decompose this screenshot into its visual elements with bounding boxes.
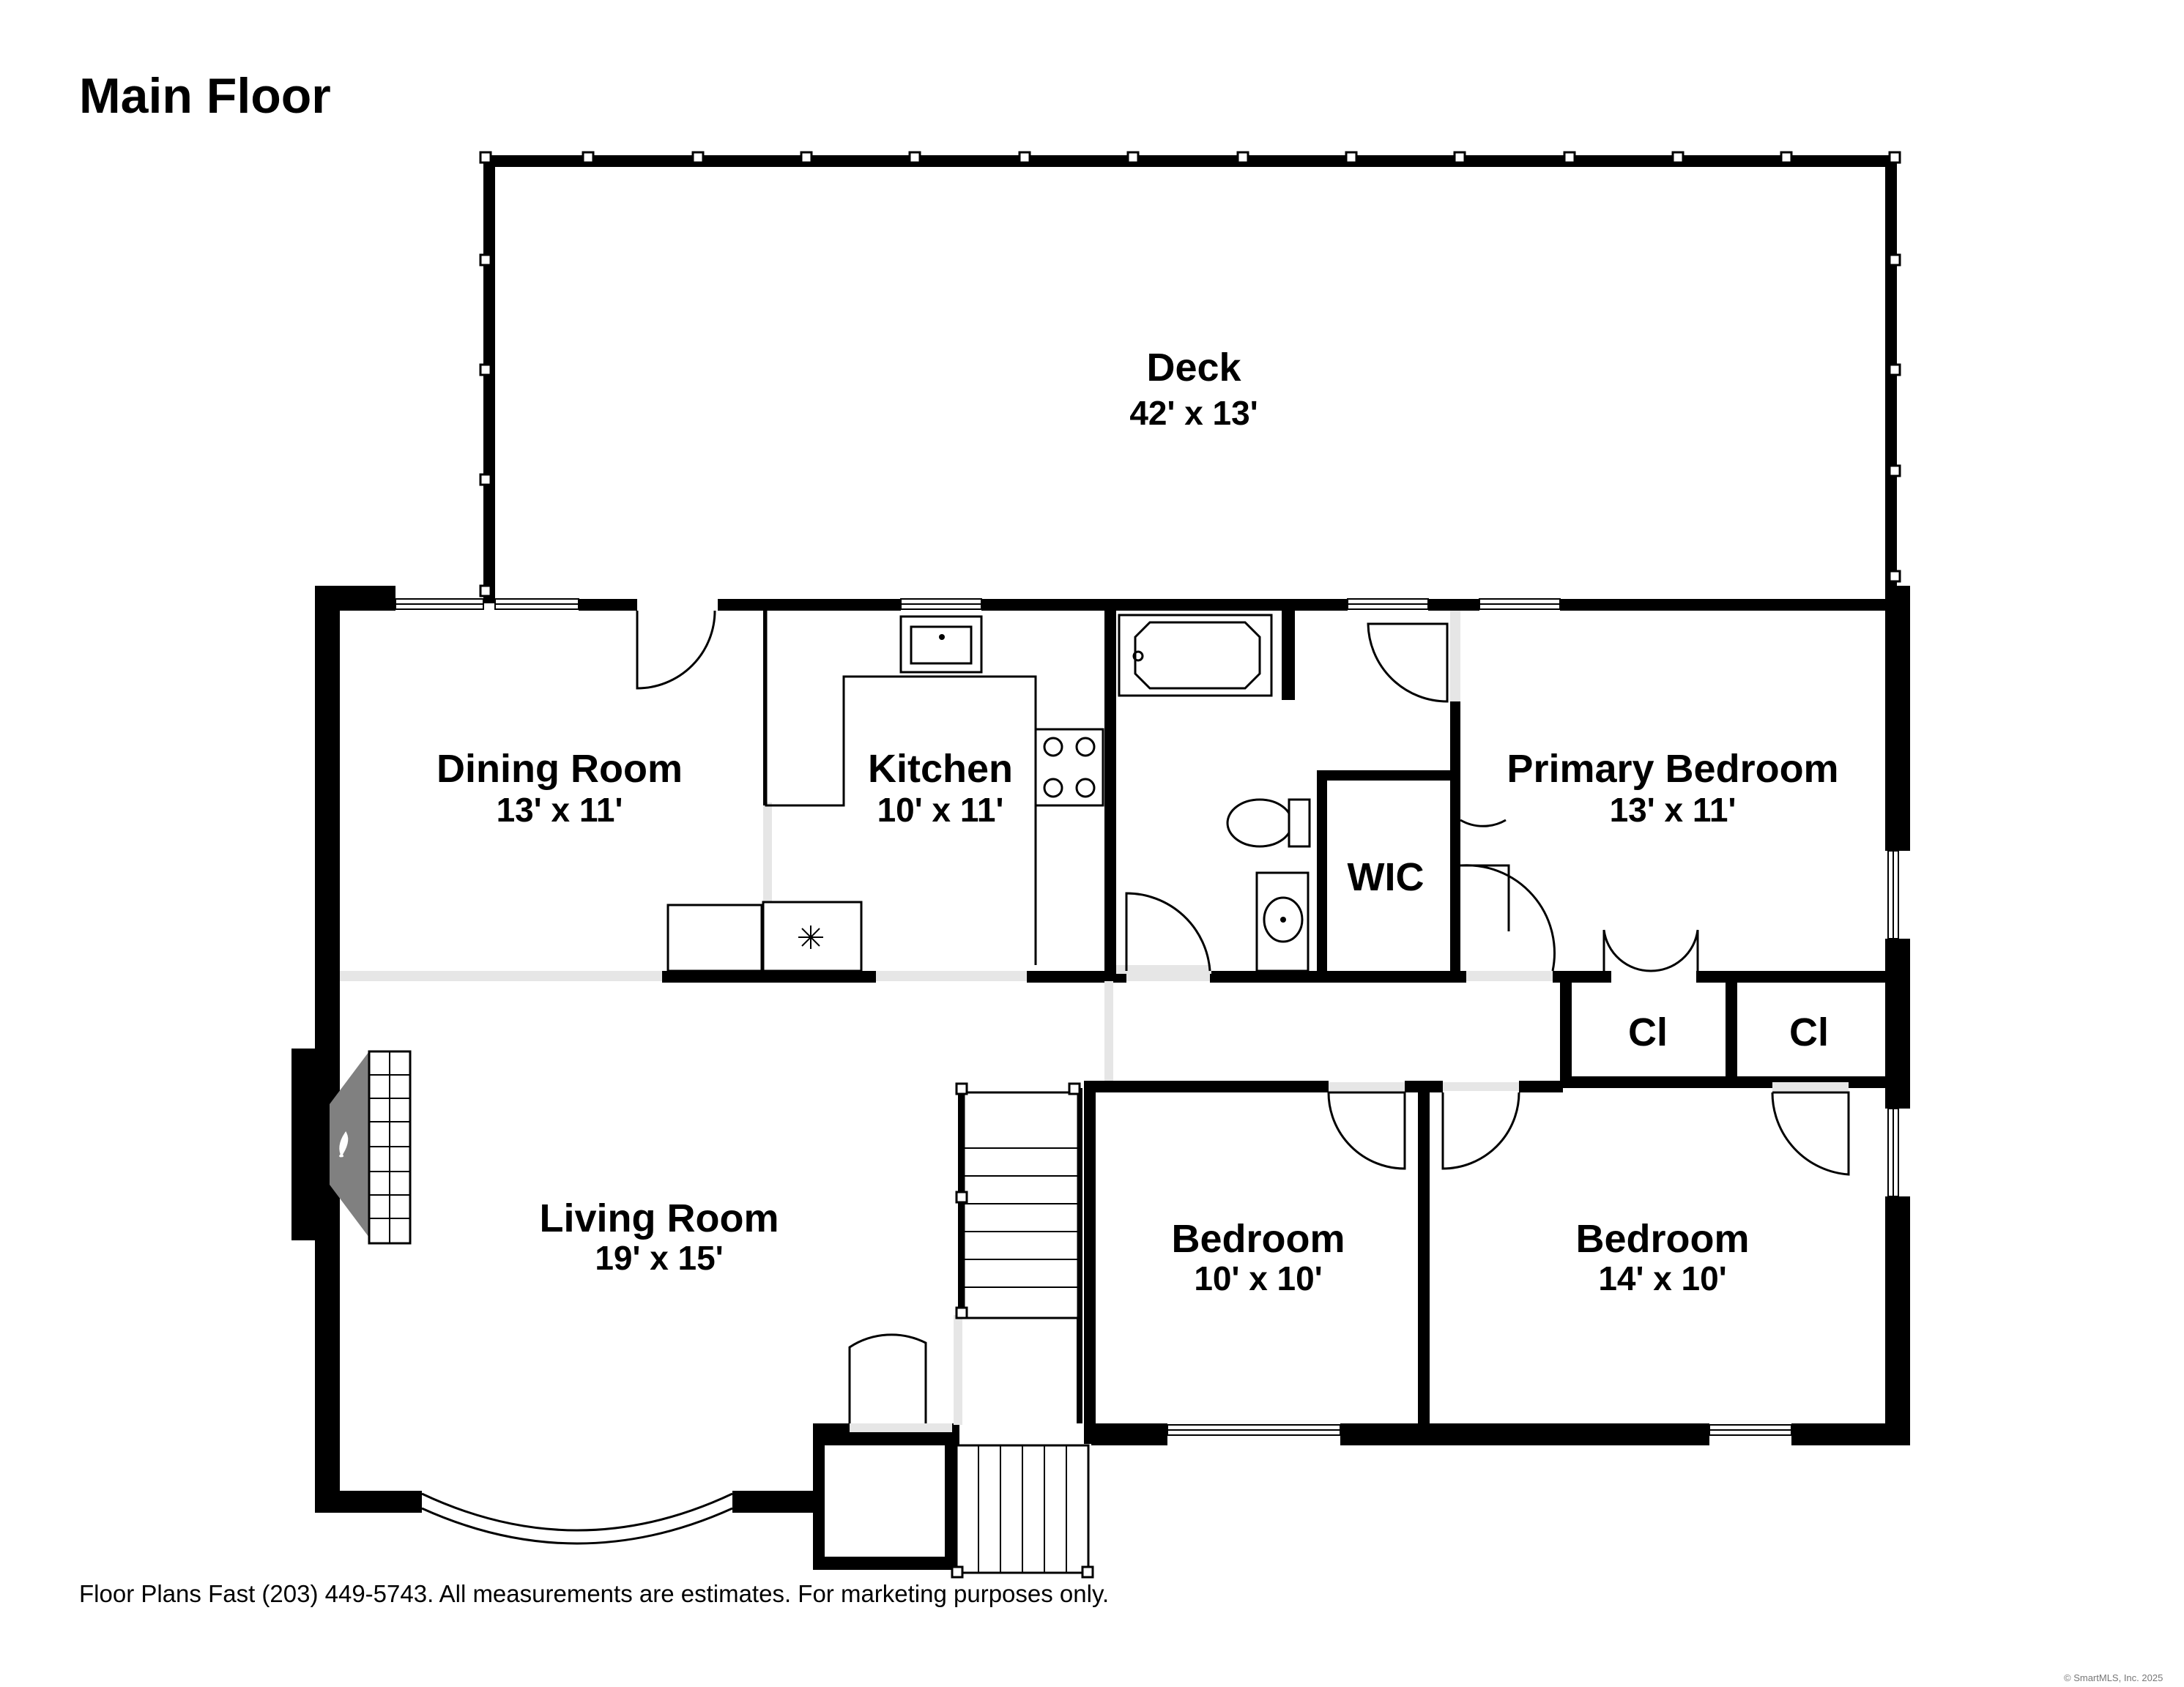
deck-name: Deck <box>1146 346 1241 390</box>
kitchen-name: Kitchen <box>868 747 1013 791</box>
kitchen-dims: 10' x 11' <box>877 791 1004 829</box>
dining-room-dims: 13' x 11' <box>497 791 623 829</box>
windows <box>395 598 1899 1545</box>
primary-bedroom-dims: 13' x 11' <box>1610 791 1737 829</box>
kitchen-fixtures <box>666 611 1104 972</box>
copyright-notice: © SmartMLS, Inc. 2025 <box>2064 1672 2163 1683</box>
dining-room-name: Dining Room <box>437 747 683 791</box>
bedroom-2-name: Bedroom <box>1575 1217 1749 1261</box>
primary-bedroom-name: Primary Bedroom <box>1507 747 1838 791</box>
deck-posts <box>479 151 1901 597</box>
floor-title: Main Floor <box>79 68 331 124</box>
bath-fixtures <box>1118 614 1311 972</box>
bedroom-2-dims: 14' x 10' <box>1598 1259 1726 1297</box>
fireplace <box>291 1049 412 1245</box>
deck-structure <box>479 151 1901 603</box>
bedroom-1-name: Bedroom <box>1171 1217 1345 1261</box>
wic-name: WIC <box>1348 855 1425 899</box>
interior-walls <box>340 611 1909 1444</box>
closet-2-name: Cl <box>1789 1010 1829 1054</box>
bedroom-1-dims: 10' x 10' <box>1194 1259 1322 1297</box>
living-room-name: Living Room <box>540 1196 779 1240</box>
disclaimer-footer: Floor Plans Fast (203) 449-5743. All mea… <box>79 1580 1110 1607</box>
exterior-walls <box>315 586 1910 1570</box>
doors <box>636 610 1850 1423</box>
room-labels: Deck 42' x 13' Dining Room 13' x 11' Kit… <box>437 346 1839 1297</box>
living-room-dims: 19' x 15' <box>595 1239 723 1277</box>
deck-dims: 42' x 13' <box>1129 394 1258 432</box>
closet-1-name: Cl <box>1628 1010 1668 1054</box>
stairs <box>951 1082 1094 1579</box>
